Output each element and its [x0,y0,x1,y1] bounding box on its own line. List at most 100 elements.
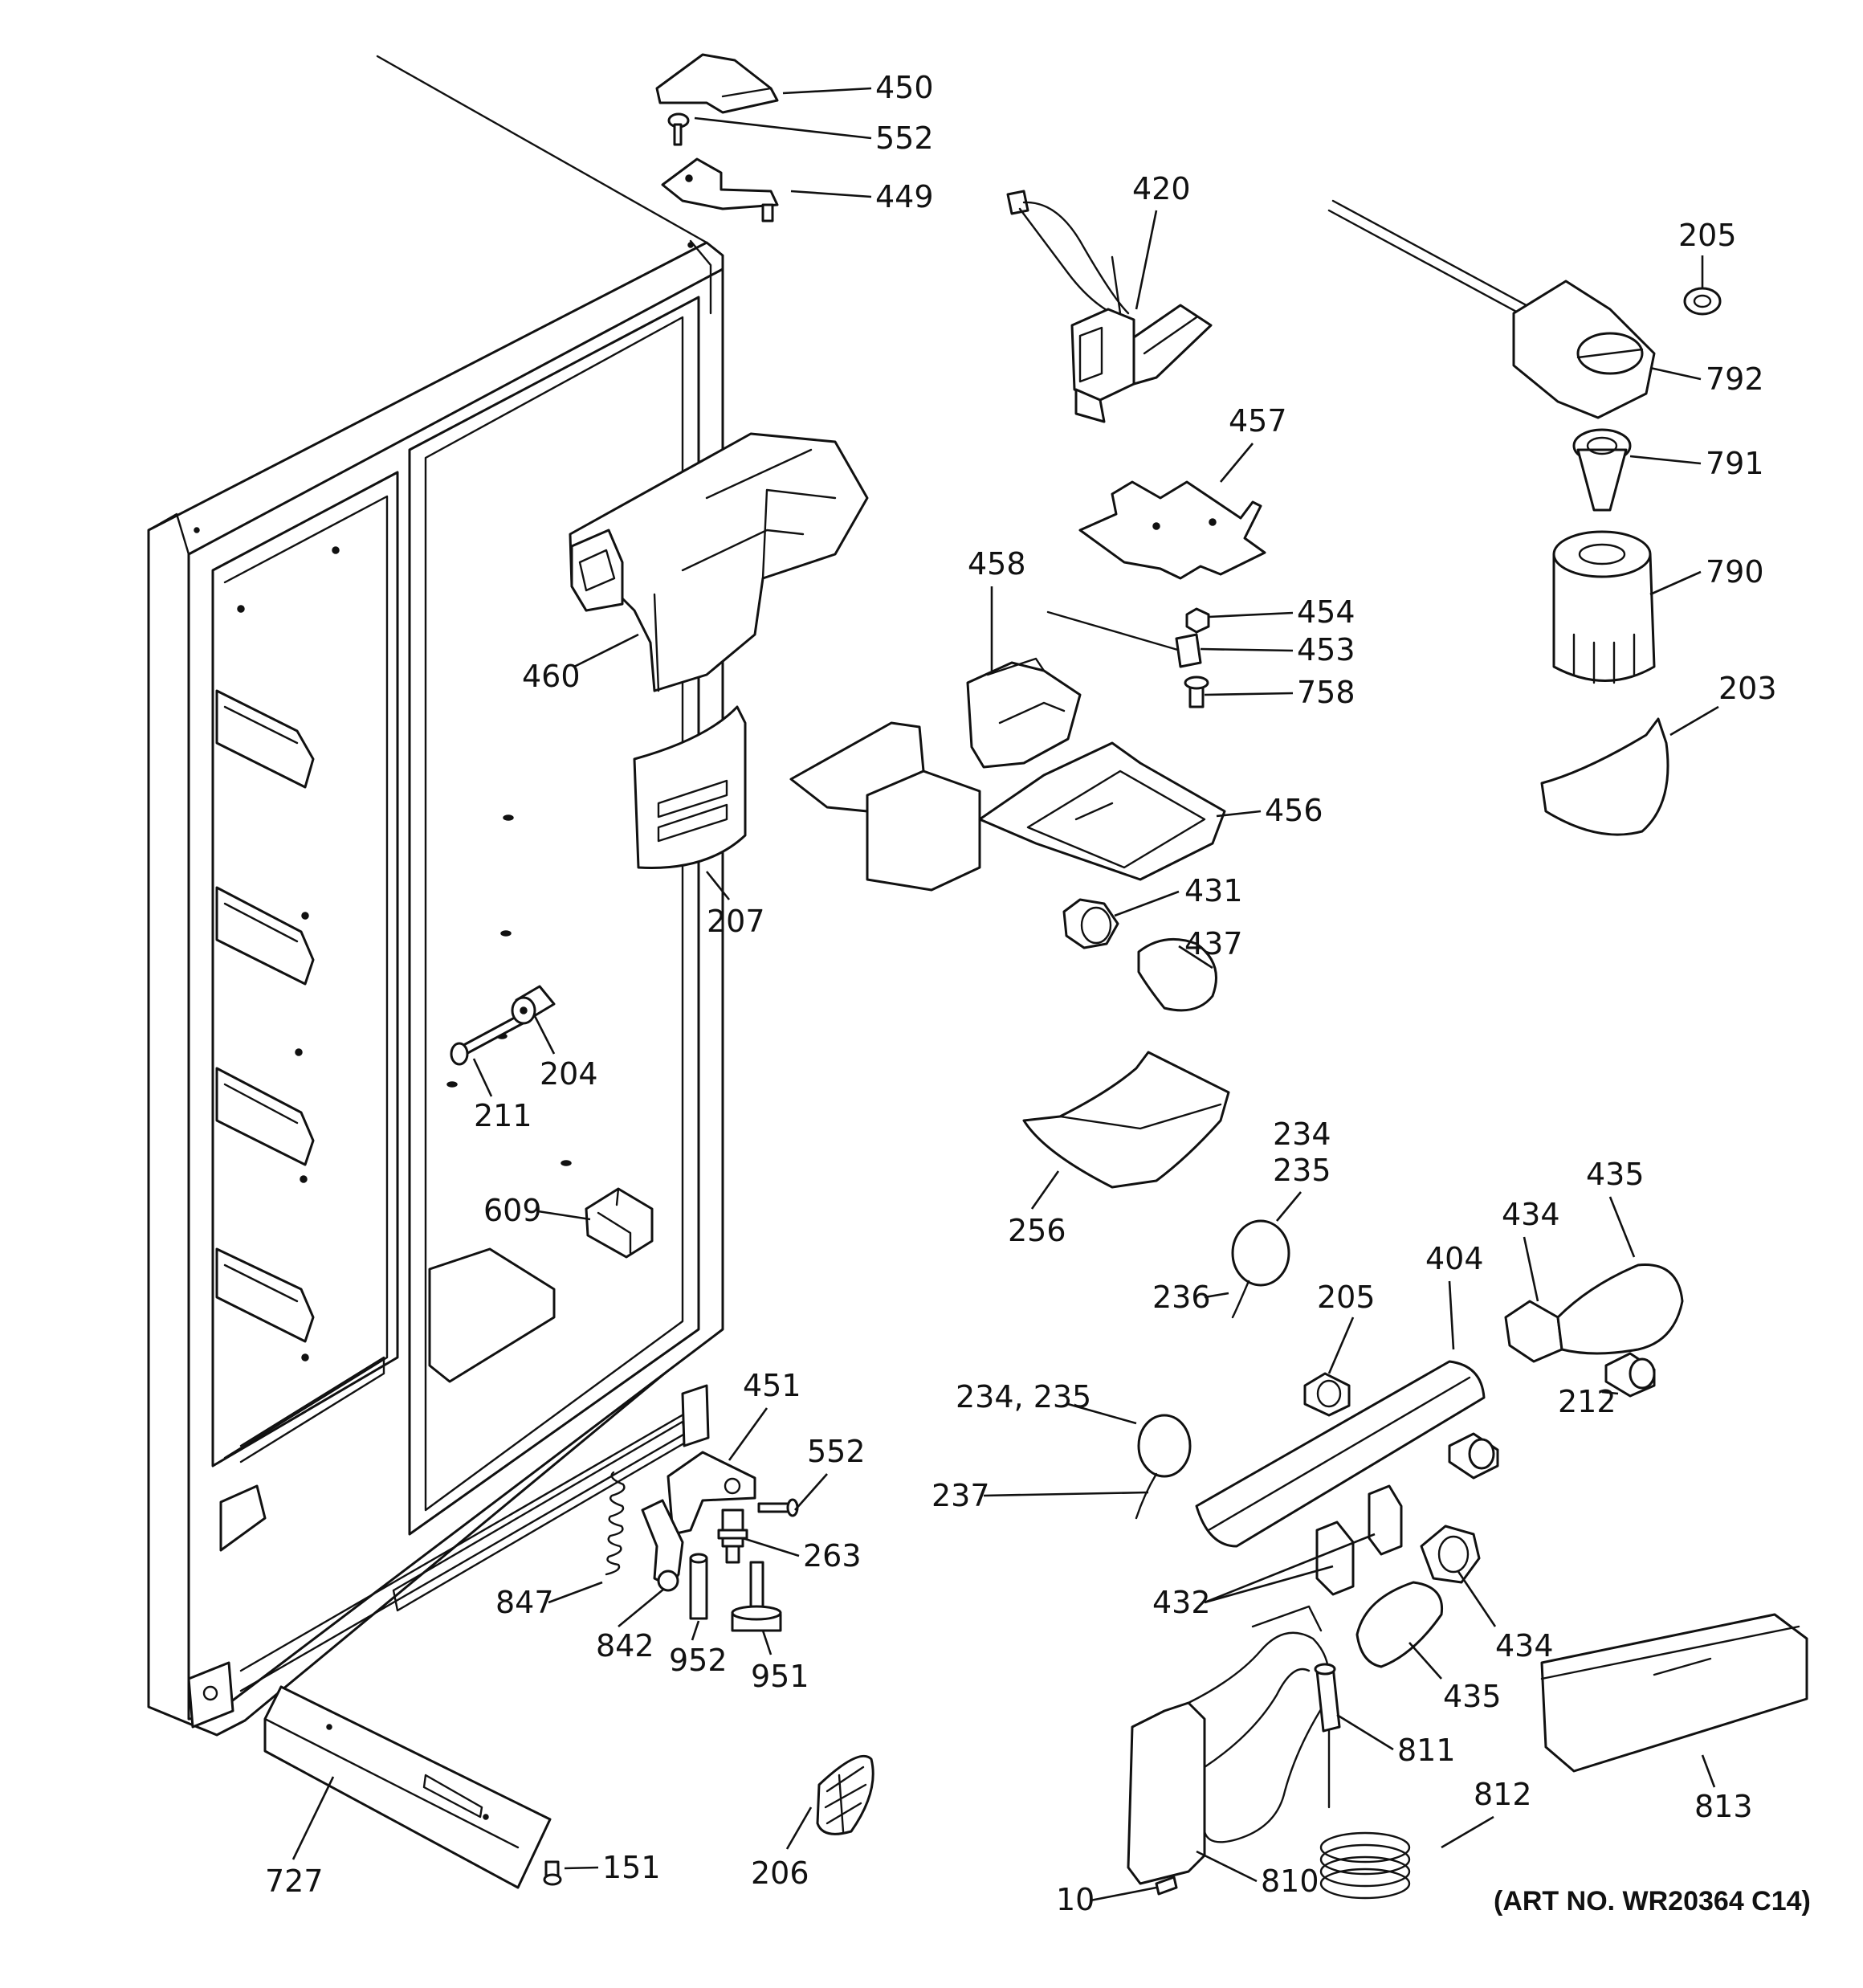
callout-449: 449 [875,179,934,214]
leader-236 [1204,1292,1229,1299]
callout-812: 812 [1474,1777,1532,1812]
callout-552-bottom: 552 [807,1434,866,1469]
water-tube-810 [1127,1605,1331,1885]
leader-451 [728,1407,768,1461]
top-hinge-449 [661,157,779,222]
cover-813 [1540,1613,1808,1773]
grommet-212-upper [1604,1352,1656,1398]
leader-790 [1649,570,1702,596]
leader-lines [291,87,1719,1902]
hinge-screw-552-top [667,112,690,146]
callout-727: 727 [265,1863,324,1899]
callout-420: 420 [1132,171,1191,206]
callout-256: 256 [1008,1213,1066,1248]
leader-449 [790,190,872,198]
callout-437: 437 [1184,926,1243,961]
leader-811 [1336,1713,1394,1751]
callout-458: 458 [968,546,1026,582]
leader-207 [705,871,731,900]
grommet-205-mid [1303,1372,1351,1417]
callout-236: 236 [1152,1280,1211,1315]
leader-842 [618,1587,665,1628]
filter-cap-203 [1540,717,1669,836]
vent-206 [816,1754,874,1835]
leader-552-top [694,116,872,140]
callout-791: 791 [1706,446,1764,481]
switch-609 [585,1187,654,1259]
callout-460: 460 [522,659,581,694]
leader-810 [1196,1850,1258,1883]
bypass-plug-791 [1572,428,1632,512]
callout-205-mid: 205 [1317,1280,1376,1315]
leader-552-bottom [794,1473,828,1511]
seal-237 [1135,1414,1192,1520]
leader-420 [1135,210,1158,310]
leader-431 [1114,890,1180,917]
lamp-bulb-435-top [1556,1263,1684,1355]
callout-454: 454 [1297,594,1355,630]
tube-coil-812 [1319,1729,1411,1900]
cover-plate-457 [1078,480,1266,580]
callout-552-top: 552 [875,120,934,156]
bracket-453 [1175,633,1202,668]
screw-10 [1155,1876,1178,1896]
lamp-socket-431 [1062,898,1119,949]
callout-151: 151 [602,1850,661,1885]
leader-211 [472,1058,493,1097]
callout-792: 792 [1706,361,1764,397]
callout-206: 206 [751,1855,809,1891]
ice-maker-420 [1006,190,1213,423]
top-hinge-cover-450 [655,53,779,114]
callout-431: 431 [1184,873,1243,908]
callout-813: 813 [1694,1789,1753,1824]
callout-810: 810 [1261,1863,1319,1899]
leader-235-top [1276,1191,1302,1222]
callout-758: 758 [1297,675,1355,710]
leader-256 [1030,1170,1060,1210]
funnel-256 [1022,1051,1230,1189]
seal-236 [1231,1219,1290,1319]
leader-263 [742,1537,800,1557]
callout-451: 451 [743,1368,801,1403]
screw-758 [1184,676,1209,708]
callout-951: 951 [751,1659,809,1694]
callout-211: 211 [474,1098,532,1133]
callout-847: 847 [495,1585,554,1620]
callout-952: 952 [669,1643,728,1678]
lamp-socket-434-bottom [1420,1525,1481,1584]
leader-453 [1200,647,1294,652]
leader-10 [1090,1886,1157,1902]
callout-10: 10 [1056,1882,1095,1917]
leader-404 [1448,1280,1455,1350]
callout-432: 432 [1152,1585,1211,1620]
chute-door-456 [978,741,1226,881]
dispenser-housing-458 [789,657,1082,892]
callout-842: 842 [596,1628,654,1663]
leader-813 [1701,1754,1716,1788]
leader-454 [1208,611,1294,618]
callout-450: 450 [875,70,934,105]
socket-432 [1315,1484,1403,1596]
leveler-951 [731,1561,782,1632]
pin-952 [689,1553,708,1620]
callout-263: 263 [803,1538,862,1574]
callout-456: 456 [1265,793,1323,828]
refrigerator-cabinet [147,55,724,1737]
lamp-socket-434-top [1504,1300,1563,1363]
ice-duct-460 [569,432,869,692]
leader-791 [1629,455,1702,465]
lamp-bulb-435-bottom [1355,1581,1444,1668]
callout-434-bottom: 434 [1495,1628,1554,1663]
leader-435-top [1608,1196,1636,1258]
art-number: (ART NO. WR20364 C14) [1494,1886,1811,1917]
leader-450 [782,87,872,95]
bushing-204 [511,985,556,1025]
callout-609: 609 [483,1193,542,1228]
leader-847 [548,1581,603,1604]
leader-457 [1220,443,1254,483]
nut-454 [1185,607,1210,634]
callout-234-235: 234, 235 [956,1379,1091,1414]
callout-207: 207 [707,904,765,939]
callout-434-top: 434 [1502,1197,1560,1232]
